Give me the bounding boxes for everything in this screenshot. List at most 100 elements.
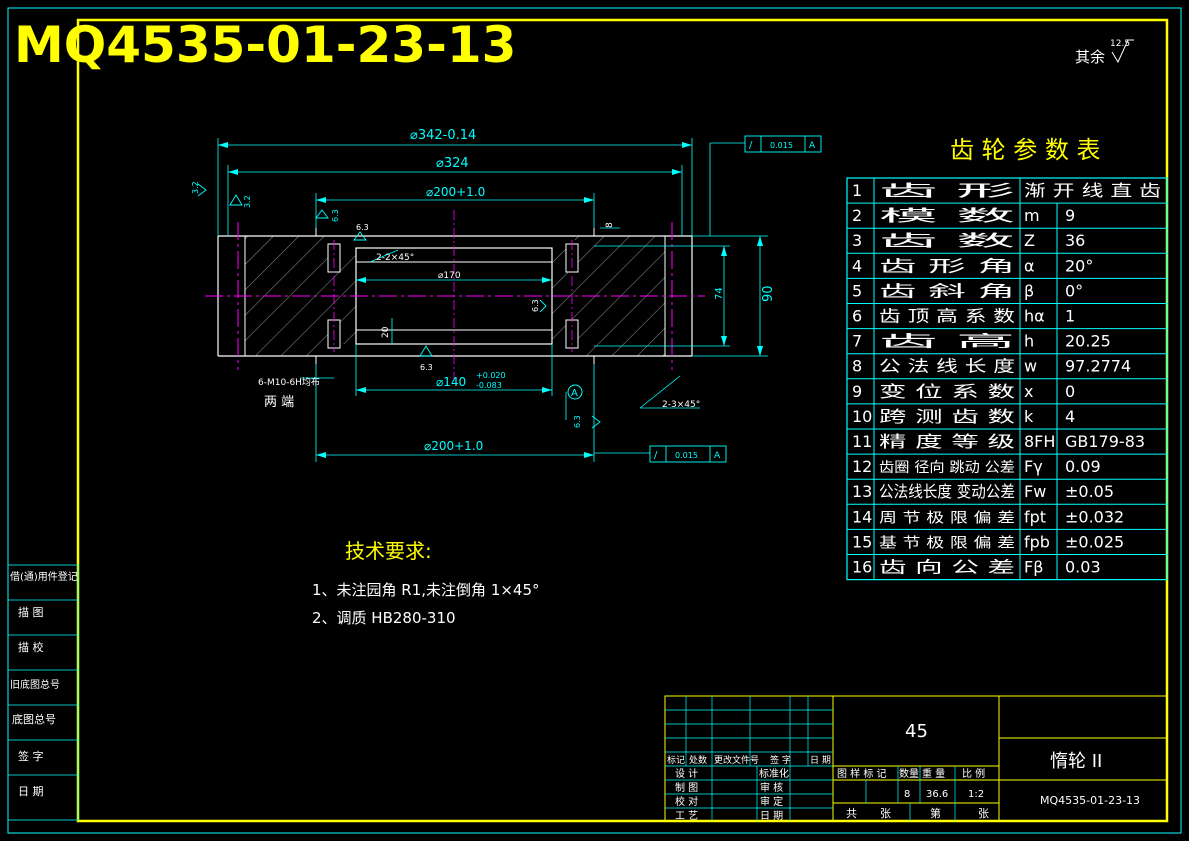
dim-d140-tol-lower: -0.083	[476, 381, 502, 390]
sheet-label-2: 第	[930, 806, 941, 820]
gear-row-value: 20.25	[1065, 332, 1111, 351]
surface-finish-value: 12.5	[1110, 39, 1130, 49]
gear-row-name: 周 节 极 限 偏 差	[879, 510, 1015, 526]
gear-row-name: 齿 高	[879, 332, 1015, 351]
tech-req-item-1: 1、未注园角 R1,未注倒角 1×45°	[312, 581, 540, 599]
dim-w74: 74	[714, 287, 725, 300]
tol-frame-bottom	[649, 445, 727, 463]
gear-row-symbol: Z	[1024, 231, 1035, 250]
outer-frame	[7, 7, 1182, 834]
gear-row-symbol: 8FH	[1024, 432, 1055, 451]
gear-row-no: 9	[852, 382, 862, 401]
gear-row-no: 1	[852, 181, 862, 200]
rev-header-3: 签 字	[770, 754, 791, 766]
dim-d170: ⌀170	[438, 271, 461, 281]
thread-note2: 两 端	[264, 395, 294, 410]
dim-d140-tol-upper: +0.020	[476, 371, 506, 380]
gear-row-value: 0°	[1065, 281, 1083, 300]
dim-d200-top: ⌀200+1.0	[426, 185, 485, 199]
chamfer-inner: 2-2×45°	[376, 253, 414, 263]
gear-row-symbol: k	[1024, 407, 1034, 426]
gear-row-no: 3	[852, 231, 862, 250]
dim-w90: 90	[761, 285, 776, 302]
info-header-0: 图 样 标 记	[837, 767, 887, 780]
roughness-symbol-icon	[1111, 39, 1134, 64]
gear-row-name: 齿 向 公 差	[879, 558, 1015, 577]
left-strip-label-4: 底图总号	[12, 712, 56, 726]
rev-header-0: 标记	[667, 754, 685, 766]
material: 45	[905, 721, 928, 742]
rough-63b: 6.3	[356, 223, 369, 232]
dim-d324: ⌀324	[436, 156, 469, 171]
left-strip-label-6: 日 期	[18, 785, 44, 798]
rev-header-1: 处数	[689, 754, 707, 766]
gear-row-value: 20°	[1065, 256, 1093, 275]
tol-bottom-sym: /	[654, 450, 658, 461]
role2-label-1: 审 核	[760, 781, 783, 794]
gear-row-symbol: β	[1024, 281, 1034, 300]
rough-63e: 6.3	[573, 415, 582, 428]
role-labels: 设 计 制 图 校 对 工 艺 标准化 审 核 审 定 日 期	[675, 767, 789, 822]
gear-row-symbol: Fγ	[1024, 457, 1043, 476]
gear-row-no: 4	[852, 256, 862, 275]
gear-row-no: 13	[852, 482, 872, 501]
gear-table-title: 齿 轮 参 数 表	[950, 136, 1101, 164]
info-header-2: 重 量	[922, 767, 945, 780]
info-header-3: 比 例	[962, 767, 985, 780]
left-strip-label-0: 借(通)用件登记	[10, 570, 78, 583]
gear-row-no: 7	[852, 332, 862, 351]
gear-row-no: 12	[852, 457, 872, 476]
role2-label-3: 日 期	[760, 810, 783, 822]
drawing-number-big: MQ4535-01-23-13	[14, 16, 516, 74]
gear-row-name: 跨 测 齿 数	[879, 407, 1015, 426]
role-label-2: 校 对	[675, 795, 698, 808]
gear-row-value: ±0.025	[1065, 532, 1124, 551]
dim-d140: ⌀140	[436, 375, 466, 389]
gear-row-no: 6	[852, 307, 862, 326]
gear-row-no: 14	[852, 507, 872, 526]
gear-row-value: 0	[1065, 382, 1075, 401]
chamfer-outer: 2-3×45°	[662, 400, 700, 410]
tol-frame-top	[744, 135, 822, 153]
drawing-no: MQ4535-01-23-13	[1040, 794, 1140, 807]
title-block-grid	[665, 696, 956, 821]
tol-top-ref: A	[809, 141, 816, 151]
gear-row-value: ±0.05	[1065, 482, 1114, 501]
gear-row-name: 基 节 极 限 偏 差	[879, 534, 1015, 551]
gear-row-no: 10	[852, 407, 872, 426]
gear-row-symbol: α	[1024, 256, 1035, 275]
role-label-0: 设 计	[675, 767, 698, 780]
gear-row-symbol: w	[1024, 357, 1037, 376]
gear-row-symbol: x	[1024, 382, 1033, 401]
gear-row-symbol: h	[1024, 332, 1034, 351]
gear-row-value: 36	[1065, 231, 1085, 250]
tol-top-sym: /	[749, 140, 753, 151]
gear-row-name: 齿圈 径向 跳动 公差	[879, 460, 1015, 476]
rough-32a: 3.2	[191, 181, 200, 194]
gear-row-symbol: 渐 开 线 直 齿	[1024, 181, 1161, 200]
rough-63c: 6.3	[420, 363, 433, 372]
dimension-lines	[217, 138, 768, 462]
gear-row-value: 0.09	[1065, 457, 1101, 476]
tech-req-item-2: 2、调质 HB280-310	[312, 609, 456, 627]
role-label-3: 工 艺	[675, 810, 698, 822]
gear-row-symbol: m	[1024, 206, 1040, 225]
gear-row-name: 齿 形	[879, 181, 1015, 200]
surface-finish-label: 其余	[1075, 48, 1105, 66]
tech-req-title: 技术要求:	[345, 539, 432, 563]
gear-row-name: 精 度 等 级	[879, 432, 1015, 451]
gear-row-symbol: Fβ	[1024, 558, 1043, 577]
quantity: 8	[904, 789, 910, 800]
section-view	[205, 210, 705, 380]
gear-row-no: 11	[852, 432, 872, 451]
gear-row-value: 9	[1065, 206, 1075, 225]
rev-header-2: 更改文件号	[714, 754, 759, 766]
sheet-label-3: 张	[978, 807, 989, 820]
gear-row-name: 公法线长度 变动公差	[879, 482, 1015, 501]
dimension-texts: ⌀342-0.14 ⌀324 ⌀200+1.0 ⌀170 ⌀140 +0.020…	[191, 128, 776, 453]
info-headers: 图 样 标 记 数量 重 量 比 例	[837, 767, 985, 780]
gear-row-name: 齿 形 角	[879, 256, 1015, 275]
gear-row-value: 1	[1065, 307, 1075, 326]
rough-32b: 3.2	[243, 195, 252, 208]
